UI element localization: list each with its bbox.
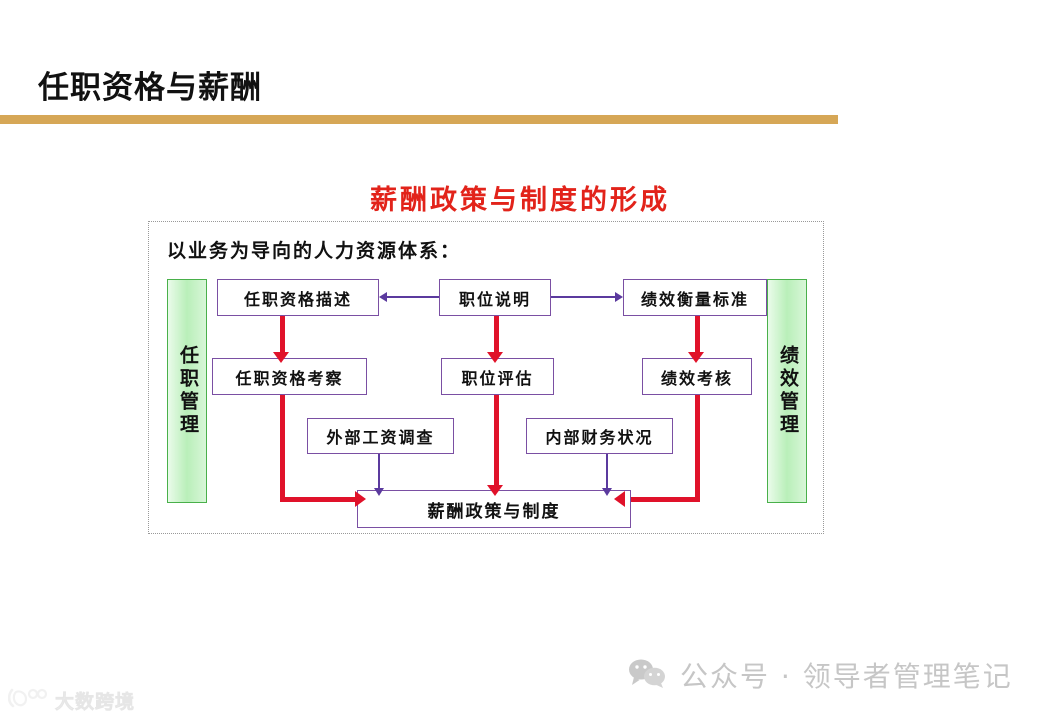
diagram-heading: 薪酬政策与制度的形成: [370, 185, 670, 216]
purple-arrowhead-qualdesc-right: [379, 292, 387, 302]
node-external-salary-survey[interactable]: 外部工资调查: [307, 418, 454, 454]
red-connector-posdesc-to-posevaluation: [494, 316, 499, 356]
red-connector-posevaluation-to-compensation: [494, 395, 499, 489]
wechat-icon: [628, 658, 666, 693]
diagram-container: 以业务为导向的人力资源体系： 任职管理 绩效管理 任职资格描述 职位说明: [148, 221, 824, 534]
red-connector-right-to-compensation: [621, 497, 700, 502]
node-position-description[interactable]: 职位说明: [439, 279, 551, 316]
node-position-evaluation[interactable]: 职位评估: [441, 358, 554, 395]
side-panel-left-label: 任职管理: [176, 345, 199, 437]
node-qualification-description-label: 任职资格描述: [243, 289, 352, 309]
node-performance-appraisal-label: 绩效考核: [660, 368, 733, 388]
node-internal-finance-label: 内部财务状况: [545, 428, 654, 447]
node-internal-finance[interactable]: 内部财务状况: [526, 418, 673, 454]
dashukuajing-logo-icon: [7, 686, 48, 715]
red-arrowhead-compensation-top: [487, 485, 503, 496]
node-qualification-assessment[interactable]: 任职资格考察: [212, 358, 367, 395]
purple-connector-posdesc-to-qualdesc: [385, 296, 453, 298]
side-panel-performance-management: 绩效管理: [767, 279, 807, 503]
red-connector-qualdesc-to-qualassess: [280, 316, 285, 356]
red-connector-left-to-compensation: [280, 497, 363, 502]
red-arrowhead-qualassess-top: [273, 352, 289, 363]
purple-arrowhead-compensation-from-externalsurvey: [374, 488, 384, 496]
purple-arrowhead-perfstandard-left: [615, 292, 623, 302]
red-arrowhead-perfappraisal-top: [688, 352, 704, 363]
node-compensation-policy-label: 薪酬政策与制度: [427, 501, 561, 522]
title-underline-rule: [0, 115, 838, 124]
node-qualification-description[interactable]: 任职资格描述: [217, 279, 379, 316]
red-connector-perfstandard-to-perfappraisal: [695, 316, 700, 356]
node-performance-appraisal[interactable]: 绩效考核: [642, 358, 752, 395]
wechat-watermark-label: 公众号 · 领导者管理笔记: [680, 660, 1013, 693]
red-arrowhead-compensation-right: [614, 491, 625, 507]
brand-watermark-label: 大数跨境: [55, 691, 136, 714]
node-compensation-policy[interactable]: 薪酬政策与制度: [357, 490, 631, 528]
red-arrowhead-posevaluation-top: [487, 352, 503, 363]
diagram-subtitle: 以业务为导向的人力资源体系：: [167, 240, 462, 262]
wechat-watermark: 公众号 · 领导者管理笔记: [628, 655, 1013, 695]
node-qualification-assessment-label: 任职资格考察: [235, 368, 344, 388]
purple-connector-posdesc-to-perfstandard: [537, 296, 617, 298]
node-performance-standard-label: 绩效衡量标准: [640, 289, 749, 309]
brand-watermark: 大数跨境: [7, 686, 136, 715]
page-title: 任职资格与薪酬: [38, 70, 262, 106]
node-position-evaluation-label: 职位评估: [461, 368, 534, 388]
purple-arrowhead-compensation-from-internalfinance: [602, 488, 612, 496]
red-arrowhead-compensation-left: [355, 491, 366, 507]
red-connector-qualassess-down: [280, 395, 285, 502]
red-connector-perfappraisal-down: [695, 395, 700, 502]
node-position-description-label: 职位说明: [458, 289, 531, 309]
node-external-salary-survey-label: 外部工资调查: [326, 428, 435, 447]
side-panel-right-label: 绩效管理: [776, 345, 799, 437]
purple-connector-externalsurvey-down: [378, 454, 380, 491]
purple-connector-internalfinance-down: [606, 454, 608, 491]
side-panel-qualification-management: 任职管理: [167, 279, 207, 503]
node-performance-standard[interactable]: 绩效衡量标准: [623, 279, 767, 316]
